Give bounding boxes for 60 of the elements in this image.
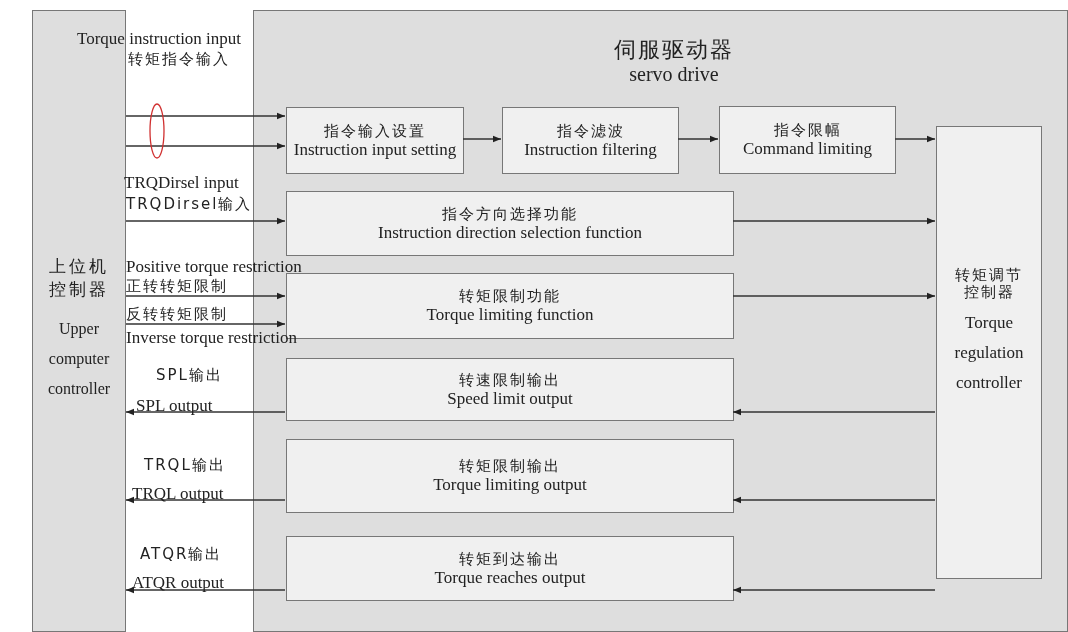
function-box [286, 439, 734, 513]
arrow [125, 408, 286, 416]
english-label: Torque limiting output [433, 476, 587, 495]
signal-label: 转矩指令输入 [128, 50, 230, 69]
chinese-label: 上位机控制器 [48, 255, 110, 301]
arrow [894, 135, 936, 143]
signal-label: SPL output [136, 397, 213, 416]
signal-label: Positive torque restriction [126, 258, 302, 277]
arrow [125, 586, 286, 594]
chinese-label: 指令限幅 [773, 121, 842, 141]
controller-box [936, 126, 1042, 579]
function-box [286, 107, 464, 174]
english-label: Command limiting [743, 140, 872, 159]
english-label: Instruction direction selection function [378, 223, 642, 243]
english-label: Torque regulation controller [953, 312, 1025, 394]
chinese-label: 转矩限制输出 [459, 457, 561, 477]
english-label: Torque limiting function [426, 306, 594, 325]
signal-label: Inverse torque restriction [126, 329, 297, 348]
chinese-label: 转矩到达输出 [459, 549, 561, 569]
signal-label: TRQL output [132, 485, 224, 504]
function-box [286, 536, 734, 601]
arrow [732, 408, 936, 416]
signal-label: Torque instruction input [77, 30, 242, 49]
signal-label: TRQDirsel输入 [126, 195, 253, 214]
chinese-label: 伺服驱动器 [613, 36, 735, 64]
english-label: Instruction filtering [524, 140, 657, 160]
function-box [286, 358, 734, 421]
chinese-label: 转矩限制功能 [459, 287, 561, 307]
arrow [732, 292, 936, 300]
english-label: Torque reaches output [434, 568, 586, 588]
english-label: Instruction input setting [293, 140, 457, 160]
signal-label: TRQL输出 [144, 456, 226, 475]
signal-label: 反转转矩限制 [126, 305, 228, 324]
arrow [125, 292, 286, 300]
chinese-label: 指令滤波 [556, 121, 625, 141]
chinese-label: 转速限制输出 [459, 370, 561, 390]
signal-label: SPL输出 [156, 366, 223, 385]
chinese-label: 转矩调节控制器 [954, 267, 1024, 300]
function-box [286, 191, 734, 256]
signal-label: 正转转矩限制 [126, 277, 228, 296]
chinese-label: 指令输入设置 [324, 121, 426, 141]
signal-label: ATQR output [132, 574, 225, 593]
function-box [502, 107, 679, 174]
arrow [125, 142, 286, 150]
arrow [125, 217, 286, 225]
arrow [732, 217, 936, 225]
arrow [125, 112, 286, 120]
arrow [677, 135, 719, 143]
arrow [125, 496, 286, 504]
arrow [462, 135, 502, 143]
signal-label: ATQR输出 [140, 545, 223, 564]
english-label: Speed limit output [447, 389, 573, 409]
english-label: Upper computer controller [46, 319, 112, 399]
function-box [719, 106, 896, 174]
arrow [732, 496, 936, 504]
english-label: servo drive [628, 63, 720, 85]
arrow [125, 320, 286, 328]
arrow [732, 586, 936, 594]
chinese-label: 指令方向选择功能 [442, 204, 578, 224]
system-panel [32, 10, 126, 632]
